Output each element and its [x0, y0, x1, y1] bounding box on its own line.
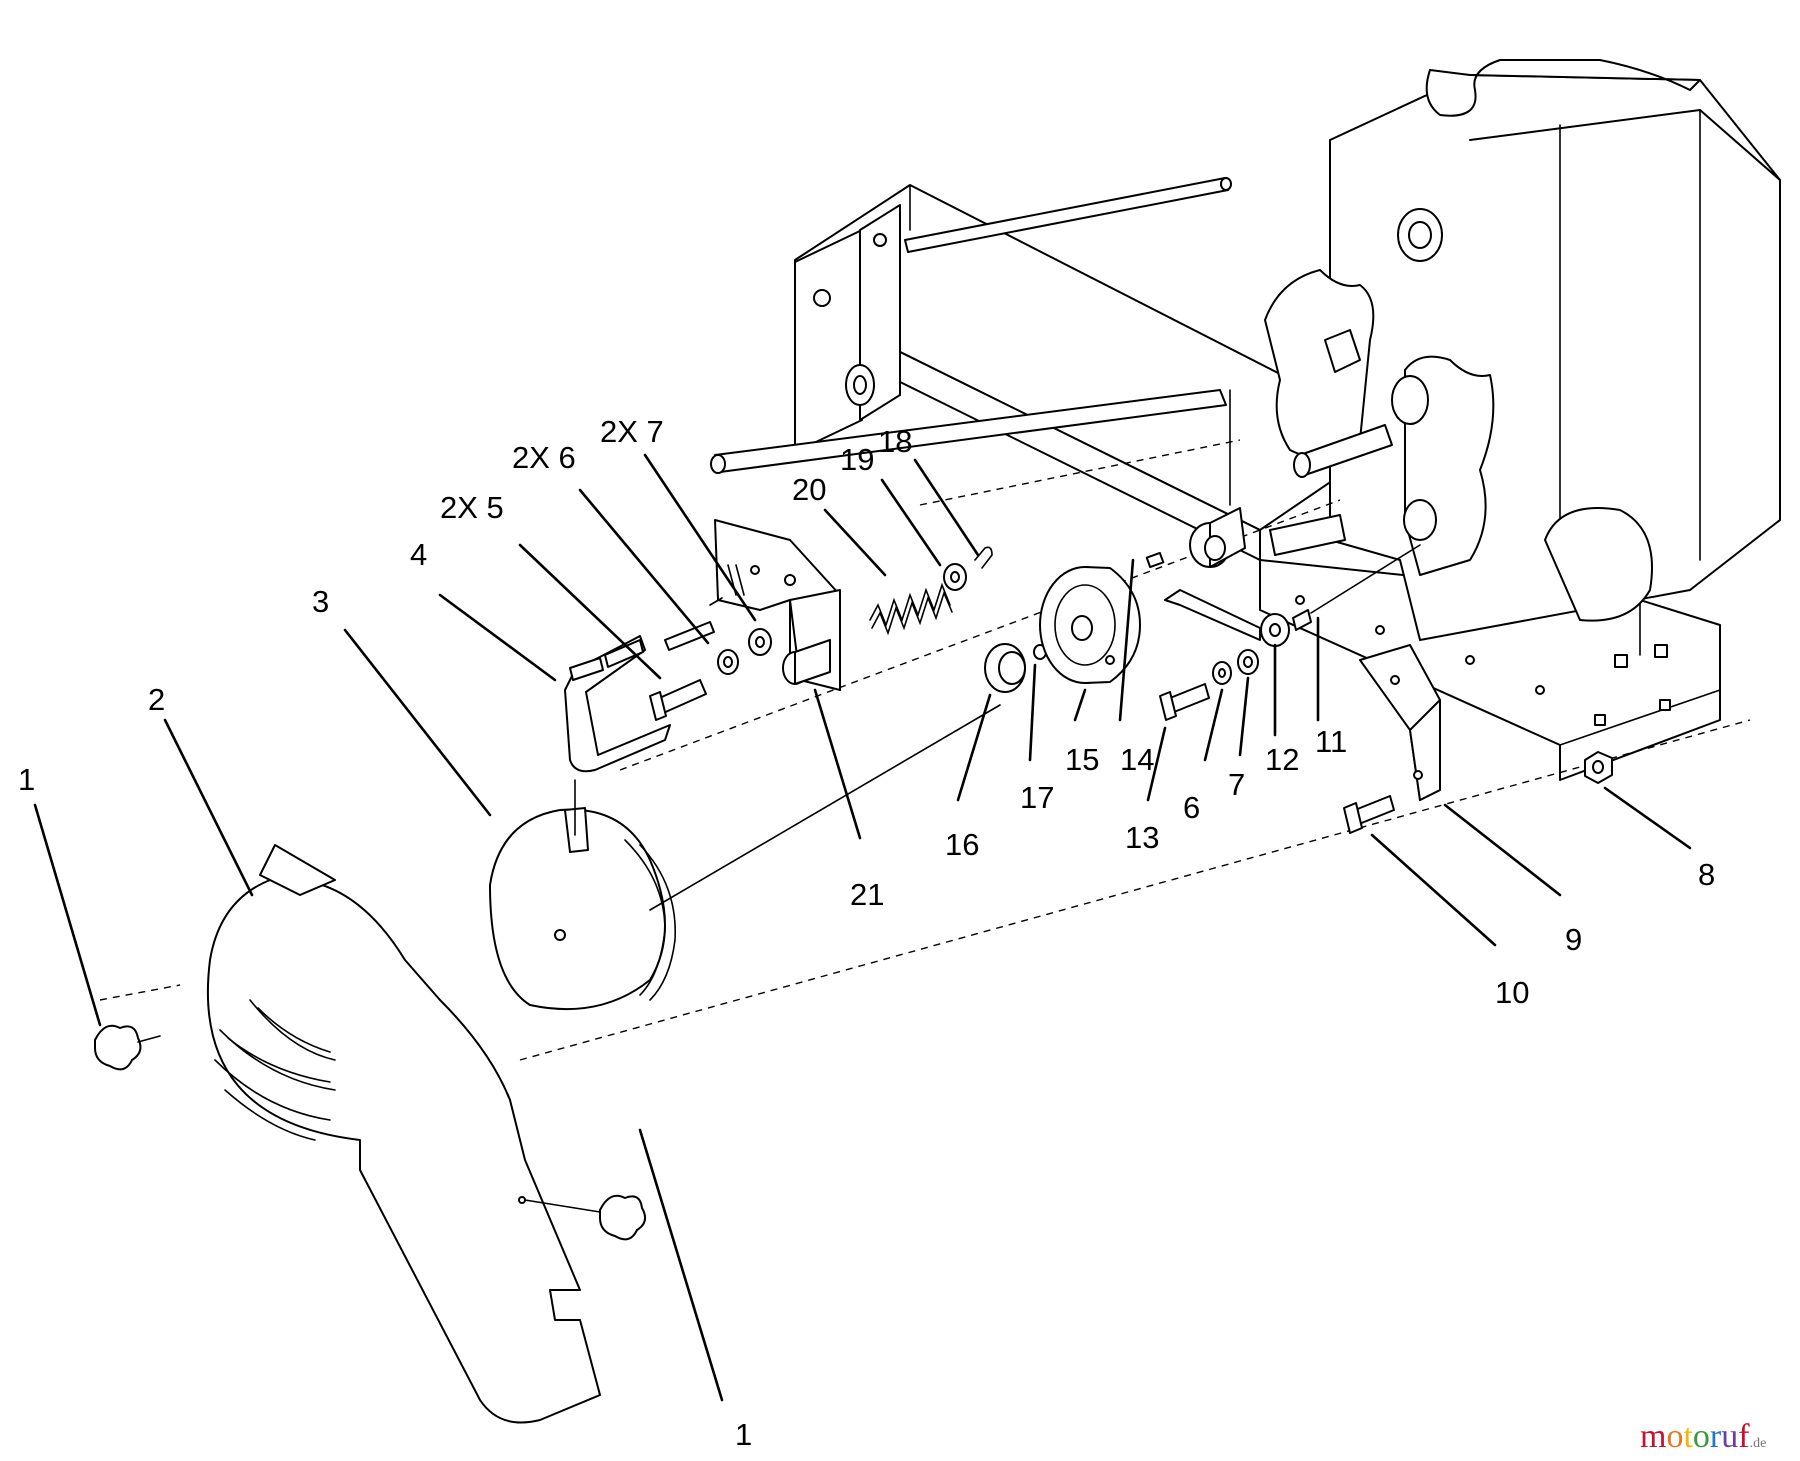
washer-7 — [748, 628, 772, 656]
washer-7-right — [1237, 649, 1259, 675]
washer-6 — [717, 649, 739, 675]
mounting-bracket — [709, 519, 841, 691]
watermark-letter-m: m — [1640, 1418, 1667, 1455]
callout-10: 10 — [1495, 975, 1529, 1010]
support-bracket-9 — [1359, 644, 1441, 801]
control-rod — [564, 635, 671, 836]
callout-9: 9 — [1565, 922, 1582, 957]
callout-12: 12 — [1265, 742, 1299, 777]
callout-1-left: 1 — [18, 762, 35, 797]
bolt-13 — [1159, 683, 1210, 721]
watermark-suffix: .de — [1749, 1436, 1767, 1451]
callout-2x6: 2X 6 — [512, 440, 576, 475]
knob-left — [94, 1024, 161, 1071]
washer-6-right — [1212, 661, 1232, 685]
callout-2x5: 2X 5 — [440, 490, 504, 525]
callout-16: 16 — [945, 827, 979, 862]
callout-17: 17 — [1020, 780, 1054, 815]
watermark-letter-r: r — [1709, 1418, 1722, 1455]
callout-7-right: 7 — [1228, 767, 1245, 802]
pin-11 — [1292, 544, 1421, 631]
cotter-pin-18 — [974, 546, 993, 569]
callout-18: 18 — [878, 424, 912, 459]
callout-2x7: 2X 7 — [600, 414, 664, 449]
pin-5 — [664, 621, 715, 651]
nut-8 — [1584, 751, 1613, 784]
leader-lines — [33, 453, 1692, 1402]
watermark-letter-o: o — [1666, 1418, 1684, 1455]
callout-4: 4 — [410, 537, 427, 572]
callout-8: 8 — [1698, 857, 1715, 892]
callout-14: 14 — [1120, 742, 1154, 777]
callout-21: 21 — [850, 877, 884, 912]
knob-right — [518, 1194, 647, 1241]
watermark-letter-u: u — [1721, 1418, 1739, 1455]
spring — [869, 582, 953, 636]
callout-6-right: 6 — [1183, 790, 1200, 825]
callout-13: 13 — [1125, 820, 1159, 855]
bolt-5 — [649, 679, 707, 721]
watermark-letter-t: t — [1683, 1418, 1693, 1455]
callout-3: 3 — [312, 584, 329, 619]
engine-block — [1264, 59, 1781, 641]
callout-15: 15 — [1065, 742, 1099, 777]
callout-20: 20 — [792, 472, 826, 507]
shaft-bushing — [1145, 507, 1246, 569]
bearing-16 — [984, 643, 1026, 693]
watermark-letter-f: f — [1738, 1418, 1750, 1455]
watermark-letter-o2: o — [1692, 1418, 1710, 1455]
callout-2: 2 — [148, 682, 165, 717]
blower-housing-cover — [206, 844, 601, 1424]
pulley-guard — [489, 704, 1001, 1011]
callout-labels: 1 2 3 4 2X 5 2X 6 2X 7 20 19 18 21 16 17… — [18, 414, 1715, 1452]
callout-11: 11 — [1315, 724, 1347, 759]
callout-19: 19 — [840, 442, 874, 477]
callout-1-right: 1 — [735, 1417, 752, 1452]
washer-19 — [943, 563, 967, 591]
watermark-logo: motoruf.de — [1640, 1418, 1766, 1456]
bolt-10 — [1343, 795, 1395, 834]
